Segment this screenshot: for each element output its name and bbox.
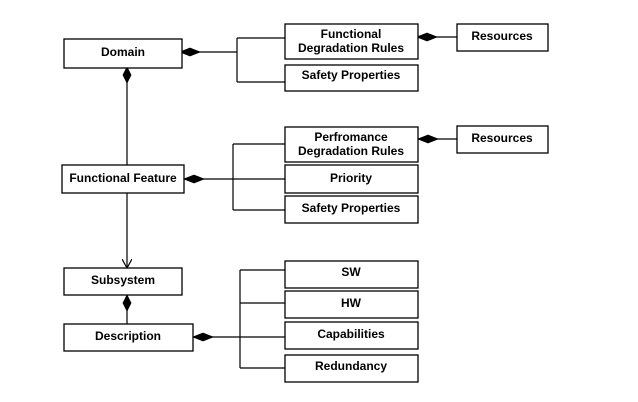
node-subsystem: Subsystem [63, 267, 183, 296]
diamond-domain-bottom [122, 66, 132, 84]
diamond-fdr-right [415, 32, 439, 42]
node-sw: SW [284, 260, 419, 289]
node-performance-degradation-rules: Perfromance Degradation Rules [284, 126, 419, 163]
node-safety-properties-1-label: Safety Properties [302, 68, 401, 82]
node-functional-feature: Functional Feature [61, 164, 185, 194]
diamond-ff-right [182, 174, 206, 184]
node-pdr-label-line2: Degradation Rules [298, 144, 404, 158]
node-functional-degradation-rules: Functional Degradation Rules [284, 23, 419, 60]
node-safety-properties-2: Safety Properties [284, 195, 419, 224]
composition-diamonds [122, 32, 440, 342]
node-description-label: Description [95, 329, 161, 343]
diamond-pdr-right [416, 134, 440, 144]
node-description: Description [63, 323, 194, 352]
node-hw-label: HW [341, 296, 362, 310]
node-safety-properties-1: Safety Properties [284, 64, 419, 92]
diamond-domain-right [178, 47, 202, 57]
node-redundancy-label: Redundancy [315, 359, 387, 373]
node-fdr-label-line2: Degradation Rules [298, 41, 404, 55]
node-capabilities: Capabilities [284, 321, 419, 350]
node-safety-properties-2-label: Safety Properties [302, 201, 401, 215]
node-sw-label: SW [341, 265, 361, 279]
node-priority: Priority [284, 164, 419, 194]
node-functional-feature-label: Functional Feature [69, 171, 177, 185]
node-domain-label: Domain [101, 45, 145, 59]
node-subsystem-label: Subsystem [91, 273, 155, 287]
diamond-description-right [191, 332, 215, 342]
node-resources-2: Resources [456, 125, 549, 154]
node-resources-2-label: Resources [471, 131, 533, 145]
node-fdr-label-line1: Functional [321, 27, 382, 41]
node-priority-label: Priority [330, 171, 372, 185]
node-hw: HW [284, 290, 419, 319]
node-pdr-label-line1: Perfromance [314, 130, 388, 144]
node-resources-1-label: Resources [471, 29, 533, 43]
node-resources-1: Resources [456, 23, 549, 52]
diamond-subsystem-bottom [122, 294, 132, 312]
node-capabilities-label: Capabilities [317, 327, 385, 341]
node-redundancy: Redundancy [284, 354, 419, 383]
node-domain: Domain [63, 38, 183, 69]
